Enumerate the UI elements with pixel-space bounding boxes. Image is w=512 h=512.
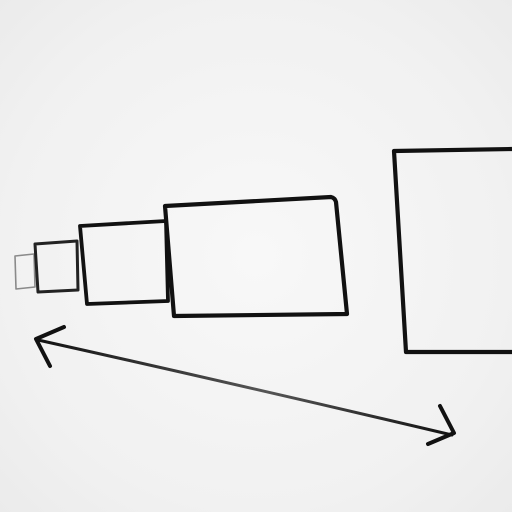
small-rectangle bbox=[33, 239, 80, 294]
double-headed-arrow bbox=[34, 325, 456, 446]
arrow-head-right bbox=[426, 404, 456, 446]
medium-rectangle bbox=[78, 219, 170, 306]
arrow-shaft bbox=[36, 338, 454, 437]
target-rectangle bbox=[391, 146, 512, 355]
arrow-head-left bbox=[34, 325, 66, 368]
large-rectangle bbox=[162, 194, 350, 319]
tiny-rectangle bbox=[14, 253, 36, 290]
